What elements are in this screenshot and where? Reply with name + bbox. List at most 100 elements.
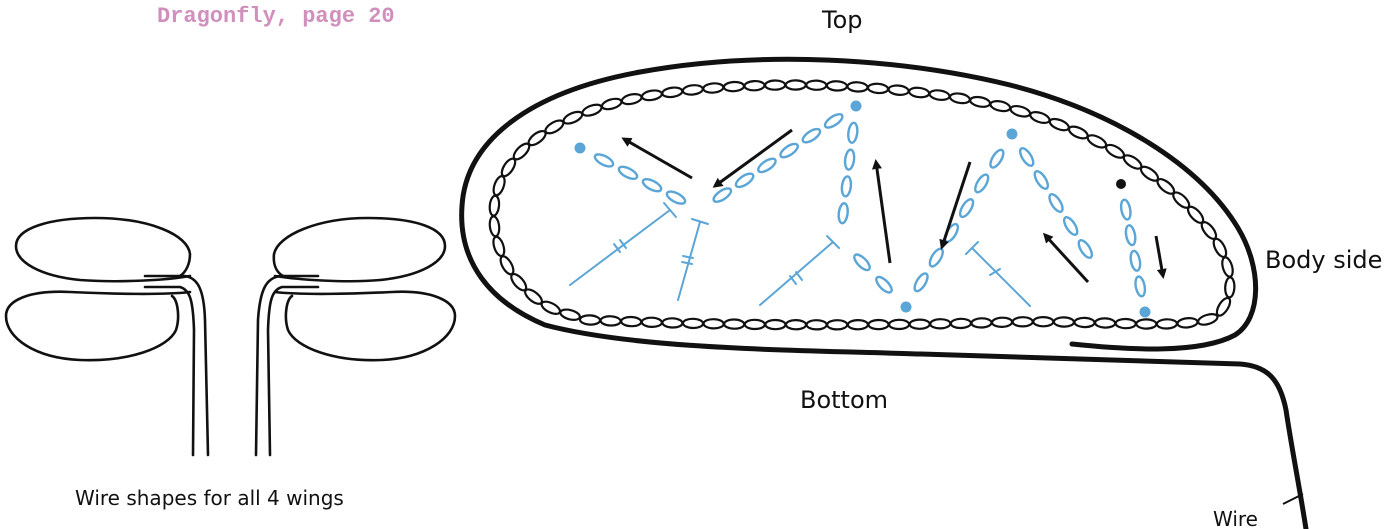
blue-stitch	[617, 165, 639, 181]
label-top: Top	[821, 6, 863, 34]
chain-stitch	[1029, 110, 1051, 125]
chain-stitch	[702, 82, 725, 94]
chain-stitch	[784, 318, 808, 331]
chain-stitch	[1086, 134, 1108, 149]
chain-stitch	[1094, 317, 1117, 329]
wire-shapes-group	[4, 216, 457, 457]
blue-stitch	[875, 275, 893, 294]
chain-stitch	[928, 89, 951, 101]
chain-stitch	[492, 235, 506, 258]
chain-stitch	[1052, 316, 1075, 328]
chain-stitch	[581, 103, 603, 117]
blue-stitch	[593, 153, 615, 168]
chain-stitch	[1114, 317, 1137, 330]
direction-arrows	[621, 128, 1167, 284]
blue-stitch	[1018, 147, 1035, 167]
chain-stitch	[764, 79, 787, 91]
wing-stem-left-b	[143, 285, 196, 457]
chain-stitch	[1009, 104, 1032, 118]
arrow-3	[872, 159, 892, 264]
blue-stitch	[1077, 239, 1094, 259]
chain-stitch	[578, 314, 602, 326]
chain-stitch	[488, 194, 501, 217]
chain-stitch	[888, 318, 911, 331]
wire-shapes-caption: Wire shapes for all 4 wings	[75, 486, 344, 510]
wing-stem-right-b	[266, 285, 320, 457]
chain-stitch	[805, 79, 828, 91]
chain-stitch	[722, 80, 745, 93]
chain-stitch	[681, 317, 705, 330]
blue-stitch	[843, 148, 856, 171]
blue-stitch	[757, 157, 777, 174]
chain-stitch	[620, 315, 643, 328]
start-dot	[1116, 179, 1126, 189]
chain-stitch	[488, 215, 501, 238]
chain-stitch	[681, 84, 704, 96]
chain-stitch	[661, 317, 684, 329]
chain-stitch	[540, 300, 562, 315]
blue-stitch	[1134, 275, 1147, 298]
chain-stitch	[1032, 315, 1055, 328]
blue-chain-stitches	[593, 113, 1147, 298]
wing-outline-wire	[459, 56, 1309, 529]
blue-stitch	[734, 172, 755, 189]
wing-stem-right-a	[254, 274, 320, 457]
chain-stitch	[600, 97, 623, 111]
chain-stitch	[743, 318, 766, 331]
label-bottom: Bottom	[800, 386, 888, 414]
blue-stitch	[1129, 249, 1142, 272]
arrow-4	[939, 161, 972, 250]
label-wire: Wire	[1213, 507, 1258, 529]
chain-stitch	[969, 95, 992, 108]
chain-stitch	[1176, 317, 1199, 329]
blue-stitch	[641, 177, 663, 193]
page-header: Dragonfly, page 20	[157, 4, 395, 29]
chain-stitch	[846, 81, 869, 93]
blue-slip-stitch-dots	[574, 100, 1151, 318]
chain-stitch	[661, 86, 684, 99]
chain-stitch	[970, 317, 993, 329]
blue-trellis-lines	[569, 202, 1031, 307]
wing-wire-upper-right	[272, 216, 447, 283]
chain-stitch	[1048, 117, 1070, 132]
chain-stitch	[908, 86, 931, 99]
chain-stitch	[492, 175, 506, 197]
chain-stitch	[599, 315, 622, 327]
chain-stitch	[1212, 237, 1228, 259]
blue-stitch	[958, 198, 975, 219]
wing-wire-upper-left	[14, 216, 192, 283]
blue-stitch	[847, 121, 859, 144]
chain-stitch	[640, 89, 663, 102]
chain-stitch	[866, 82, 890, 95]
chain-stitch	[1135, 318, 1158, 330]
chain-stitch	[1224, 276, 1236, 299]
chain-stitch	[764, 318, 787, 331]
chain-stitch	[949, 317, 972, 330]
blue-stitch	[837, 202, 849, 225]
blue-stitch	[823, 113, 844, 129]
wing-stem-left-a	[143, 274, 210, 457]
chain-stitch	[991, 316, 1014, 329]
label-body-side: Body side	[1265, 246, 1382, 274]
blue-stitch	[801, 127, 822, 144]
chain-stitch	[559, 308, 581, 321]
outline-chain-stitches	[488, 79, 1236, 331]
blue-stitch	[779, 142, 799, 159]
chain-stitch	[1067, 125, 1089, 140]
chain-stitch	[826, 319, 849, 331]
chain-stitch	[805, 319, 828, 331]
arrow-5	[1042, 232, 1090, 284]
blue-stitch	[974, 173, 990, 194]
arrow-1	[621, 137, 693, 180]
blue-stitch	[853, 253, 871, 272]
chain-stitch	[908, 318, 931, 330]
blue-stitch	[1062, 216, 1079, 236]
chain-stitch	[1104, 143, 1126, 159]
chain-stitch	[1221, 256, 1234, 278]
chain-stitch	[1073, 316, 1096, 329]
blue-stitch	[840, 175, 853, 198]
blue-stitch	[1124, 224, 1137, 247]
arrow-6	[1154, 235, 1167, 279]
chain-stitch	[620, 93, 643, 106]
